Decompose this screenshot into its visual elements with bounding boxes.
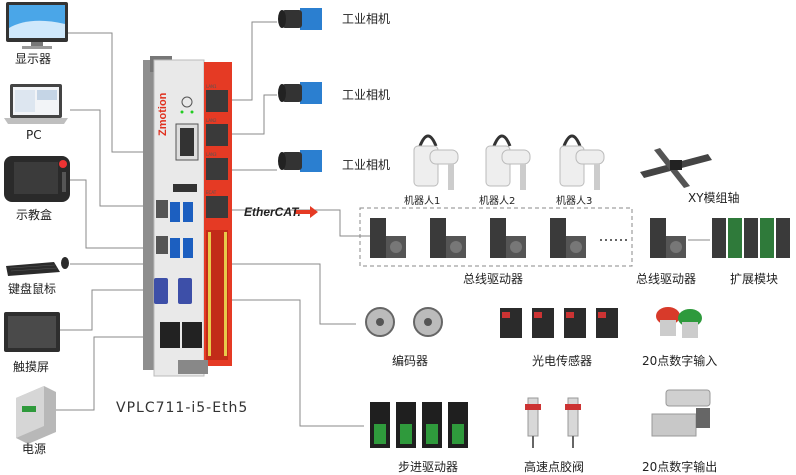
servo-drive-icon: [430, 218, 466, 258]
port-label-lan2: LAN2: [206, 118, 217, 123]
port-label-lan3: LAN3: [206, 152, 217, 157]
line-stepper: [230, 299, 364, 427]
line-ecat: [228, 209, 372, 237]
label-encoder: 编码器: [392, 354, 429, 368]
label-robot-3: 机器人3: [556, 196, 593, 207]
line-power: [56, 336, 160, 411]
servo-drive-icon: [370, 218, 406, 258]
pc-icon: [4, 84, 68, 124]
label-camera-3: 工业相机: [342, 158, 391, 172]
camera-icon: [278, 8, 322, 30]
port-label-lan1: LAN1: [206, 84, 217, 89]
label-bus-drive-1: 总线驱动器: [463, 272, 524, 286]
label-monitor: 显示器: [15, 52, 52, 66]
photo-sensor-icon: [532, 308, 554, 338]
label-digital-output: 20点数字输出: [642, 460, 718, 474]
photo-sensor-icon: [500, 308, 522, 338]
camera-icon: [278, 82, 322, 104]
monitor-icon: [6, 2, 68, 49]
camera-icon: [278, 150, 322, 172]
controller-model: VPLC711-i5-Eth5: [116, 400, 249, 416]
xy-module-icon: [640, 148, 712, 188]
label-stepper: 步进驱动器: [398, 460, 459, 474]
push-button-icon: [656, 307, 702, 338]
label-camera-1: 工业相机: [342, 12, 391, 26]
servo-drive-icon: [490, 218, 526, 258]
dispensing-valve-icon: [565, 397, 581, 448]
servo-drive-icon: [650, 218, 686, 258]
line-touch: [60, 289, 160, 331]
solenoid-valve-icon: [651, 389, 711, 437]
label-keyboard-mouse: 键盘鼠标: [8, 282, 57, 296]
touch-screen-icon: [4, 312, 60, 352]
label-photo-sensor: 光电传感器: [532, 354, 593, 368]
ethercat-arrow-icon: [294, 206, 318, 218]
label-robot-1: 机器人1: [404, 196, 441, 207]
ethercat-label: EtherCAT.: [244, 205, 301, 219]
label-bus-drive-2: 总线驱动器: [636, 272, 697, 286]
scara-robot-icon: [559, 134, 605, 190]
expansion-module-icon: [712, 218, 790, 258]
power-supply-icon: [16, 386, 56, 444]
scara-robot-icon: [485, 134, 531, 190]
line-cam2: [222, 94, 277, 135]
servo-drive-icon: [550, 218, 586, 258]
label-xy-module: XY模组轴: [688, 191, 740, 205]
label-pc: PC: [26, 128, 42, 142]
photo-sensor-icon: [596, 308, 618, 338]
label-touch-screen: 触摸屏: [13, 360, 50, 374]
label-expansion: 扩展模块: [730, 272, 779, 286]
encoder-icon: [365, 307, 395, 337]
photo-sensor-icon: [564, 308, 586, 338]
label-teach-pendant: 示教盒: [16, 208, 53, 222]
line-pc: [70, 109, 150, 207]
label-power: 电源: [22, 442, 47, 456]
label-robot-2: 机器人2: [479, 196, 516, 207]
stepper-driver-icon: [370, 402, 390, 448]
teach-pendant-icon: [4, 156, 70, 202]
encoder-icon: [413, 307, 443, 337]
line-encoder: [230, 263, 356, 325]
label-camera-2: 工业相机: [342, 88, 391, 102]
line-teach: [70, 179, 150, 249]
keyboard-mouse-icon: [6, 257, 69, 276]
stepper-driver-icon: [396, 402, 416, 448]
label-dispenser: 高速点胶阀: [524, 460, 585, 474]
controller-brand: Zmotion: [157, 92, 169, 136]
port-label-ecat: ECAT: [206, 190, 217, 195]
label-digital-input: 20点数字输入: [642, 354, 718, 368]
line-cam1: [222, 21, 277, 101]
dispensing-valve-icon: [525, 397, 541, 448]
scara-robot-icon: [413, 134, 459, 190]
bus-drive-group-box: [359, 207, 633, 267]
controller-unit: [143, 56, 232, 377]
stepper-driver-icon: [448, 402, 468, 448]
connection-lines: [56, 21, 372, 427]
stepper-driver-icon: [422, 402, 442, 448]
